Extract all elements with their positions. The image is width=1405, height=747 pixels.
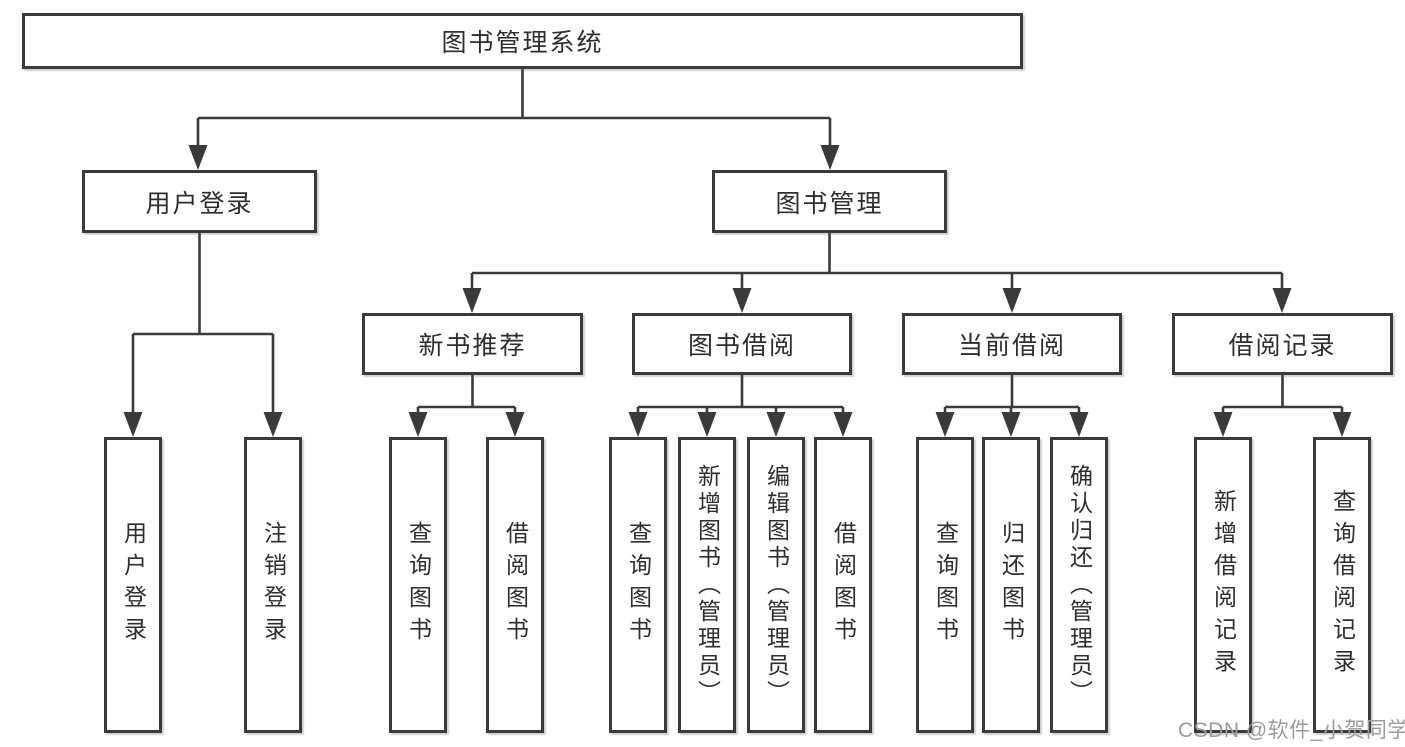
arrowhead [1213,412,1233,437]
connector-book-borrow [636,375,845,415]
node-book-borrow: 图书借阅 [632,313,852,375]
arrowhead [833,412,853,437]
arrowhead [408,412,428,437]
connector-borrow-records [1221,375,1344,415]
leaf-borrow-books-recommend: 借阅图书 [486,437,544,733]
arrowhead [766,412,786,437]
arrowhead [935,412,955,437]
arrowhead [263,412,283,437]
leaf-query-borrow-record: 查询借阅记录 [1313,437,1371,733]
leaf-query-books-current: 查询图书 [916,437,974,733]
arrowhead [1332,412,1352,437]
connector-user-login [131,233,275,415]
node-borrow-records: 借阅记录 [1172,313,1393,375]
leaf-return-books: 归还图书 [982,437,1040,733]
arrowhead [628,412,648,437]
leaf-user-login: 用户登录 [104,437,162,733]
arrowhead [505,412,525,437]
arrowhead [1001,412,1021,437]
leaf-query-books-borrow: 查询图书 [609,437,667,733]
leaf-logout: 注销登录 [244,437,302,733]
node-new-book-recommend: 新书推荐 [362,313,583,375]
node-current-borrow: 当前借阅 [902,313,1122,375]
connector-root [196,68,832,148]
arrowhead [188,145,208,170]
leaf-edit-books-admin: 编辑图书（管理员） [747,437,805,733]
arrowhead [462,288,482,313]
csdn-watermark: CSDN @软件_小贺同学 [1178,719,1405,742]
leaf-borrow-books: 借阅图书 [814,437,872,733]
connector-current-borrow [943,375,1081,415]
leaf-query-books-recommend: 查询图书 [389,437,447,733]
connector-book-mgmt [470,233,1284,291]
node-user-login: 用户登录 [82,170,317,233]
leaf-add-borrow-record: 新增借阅记录 [1194,437,1252,733]
connector-new-books [416,375,517,415]
arrowhead [732,288,752,313]
arrowhead [820,145,840,170]
node-book-management: 图书管理 [712,170,947,233]
arrowhead [123,412,143,437]
arrowhead [697,412,717,437]
arrowhead [1002,288,1022,313]
node-root-system: 图书管理系统 [22,13,1023,69]
leaf-confirm-return-admin: 确认归还（管理员） [1050,437,1108,733]
arrowhead [1069,412,1089,437]
arrowhead [1272,288,1292,313]
leaf-add-books-admin: 新增图书（管理员） [678,437,736,733]
